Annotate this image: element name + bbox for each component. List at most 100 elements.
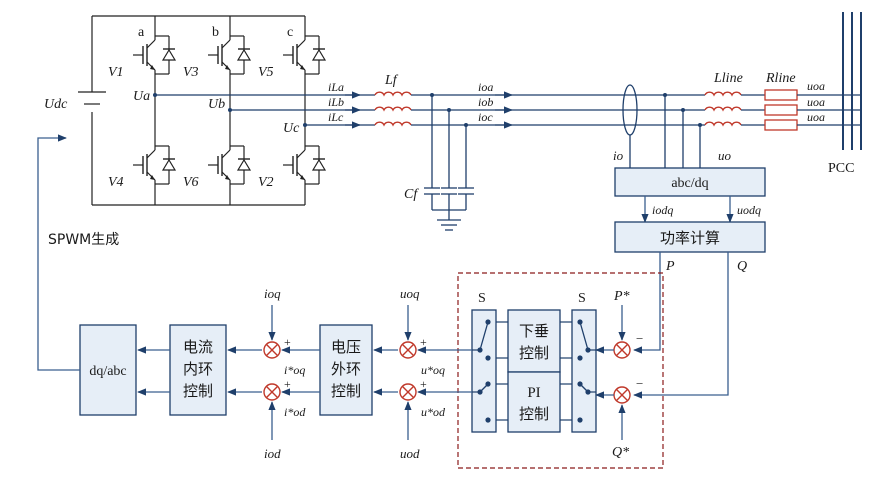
power-calc-block xyxy=(614,221,766,253)
switch-s-right[interactable] xyxy=(571,309,597,433)
igbt-switch-v2 xyxy=(283,145,327,185)
sum-p-cross2 xyxy=(615,343,629,357)
q-ref-label: Q* xyxy=(612,445,629,460)
voltage-loop-label-1: 电压 xyxy=(331,338,361,356)
current-ioc: ioc xyxy=(478,110,493,124)
filter-inductor-b xyxy=(374,106,412,112)
igbt-switch-v6 xyxy=(208,145,252,185)
line-voltage-3: uoa xyxy=(807,110,825,124)
line-resistor-label: Rline xyxy=(765,71,796,86)
switch-label-v4: V4 xyxy=(108,175,124,190)
switch-blade xyxy=(579,383,589,393)
switch-blade xyxy=(579,321,589,351)
pi-control-block xyxy=(507,371,561,433)
ioq-plus-sign: + xyxy=(284,335,291,349)
cap-node-b xyxy=(447,108,451,112)
pi-label-1: PI xyxy=(527,385,540,401)
phase-voltage-ua: Ua xyxy=(133,89,150,104)
droop-control-block xyxy=(507,309,561,373)
line-inductor-label: Lline xyxy=(713,71,743,86)
current-loop-label-3: 控制 xyxy=(183,382,213,400)
line-resistor-c xyxy=(764,119,798,131)
current-ila: iLa xyxy=(328,80,344,94)
current-iob: iob xyxy=(478,95,493,109)
spwm-feedback-line xyxy=(37,134,80,371)
switch-contact xyxy=(485,417,491,423)
line-voltage-2: uoa xyxy=(807,95,825,109)
dq-abc-block xyxy=(79,324,137,416)
leg-label-b: b xyxy=(212,25,219,40)
switch-contact xyxy=(577,355,583,361)
io-label: io xyxy=(613,148,624,163)
switch-contacts xyxy=(472,319,596,423)
sum-uod-cross2 xyxy=(401,385,415,399)
uod-plus-sign: + xyxy=(420,377,427,391)
voltage-loop-label-2: 外环 xyxy=(331,360,361,378)
leg-label-c: c xyxy=(287,25,293,40)
p-label: P xyxy=(665,259,675,274)
node-b xyxy=(228,108,232,112)
filter-capacitor-label: Cf xyxy=(404,187,419,202)
uodq-label: uodq xyxy=(737,203,761,217)
p-minus-sign: − xyxy=(636,331,643,346)
pcc-label: PCC xyxy=(828,161,854,176)
switch-blade xyxy=(479,321,489,351)
switch-label-v2: V2 xyxy=(258,175,274,190)
dq-abc-label: dq/abc xyxy=(89,364,126,379)
current-loop-label-1: 电流 xyxy=(183,338,213,356)
igbt-switch-v5 xyxy=(283,35,327,75)
line-inductor-b xyxy=(704,106,742,112)
leg-label-a: a xyxy=(138,25,145,40)
uo-node-a xyxy=(663,93,667,97)
voltage-loop-block xyxy=(319,324,373,416)
current-loop-block xyxy=(169,324,227,416)
line-inductor-a xyxy=(704,91,742,97)
voltage-loop-label-3: 控制 xyxy=(331,382,361,400)
q-label: Q xyxy=(737,259,747,274)
uod-label: uod xyxy=(400,446,420,461)
droop-label-2: 控制 xyxy=(519,344,549,362)
switch-label-v3: V3 xyxy=(183,65,199,80)
line-resistor-b xyxy=(764,104,798,116)
line-resistor-a xyxy=(764,89,798,101)
current-loop-label-2: 内环 xyxy=(183,360,213,378)
uoq-label: uoq xyxy=(400,286,420,301)
uoq-plus-sign: + xyxy=(420,335,427,349)
inverter-bridge xyxy=(78,15,375,206)
ioq-ref-label: i*oq xyxy=(284,363,305,377)
node-a xyxy=(153,93,157,97)
uo-node-b xyxy=(681,108,685,112)
sum-q-cross2 xyxy=(615,388,629,402)
igbt-switch-v3 xyxy=(208,35,252,75)
dc-voltage-label: Udc xyxy=(44,97,68,112)
abc-dq-label: abc/dq xyxy=(671,176,708,191)
iod-ref-label: i*od xyxy=(284,405,306,419)
switch-contact xyxy=(485,355,491,361)
switch-label-v6: V6 xyxy=(183,175,199,190)
iodq-label: iodq xyxy=(652,203,673,217)
uo-label: uo xyxy=(718,148,732,163)
phase-voltage-uc: Uc xyxy=(283,121,300,136)
droop-label-1: 下垂 xyxy=(519,322,549,340)
switch-s-left[interactable] xyxy=(471,309,497,433)
spwm-label: SPWM生成 xyxy=(48,232,119,248)
filter-inductor-c xyxy=(374,121,412,127)
uo-node-c xyxy=(698,123,702,127)
cap-node-c xyxy=(464,123,468,127)
switch-s-left-label: S xyxy=(478,291,486,306)
uod-ref-label: u*od xyxy=(421,405,446,419)
q-minus-sign: − xyxy=(636,376,643,391)
iod-label: iod xyxy=(264,446,281,461)
current-ioa: ioa xyxy=(478,80,493,94)
switch-blade xyxy=(479,383,489,393)
lc-filter xyxy=(374,91,705,231)
filter-inductor-a xyxy=(374,91,412,97)
igbt-switch-v4 xyxy=(133,145,177,185)
switch-label-v5: V5 xyxy=(258,65,274,80)
p-ref-label: P* xyxy=(613,289,630,304)
current-ilb: iLb xyxy=(328,95,344,109)
abc-dq-block xyxy=(614,167,766,197)
p-feedback-line xyxy=(633,252,661,354)
line-voltage-1: uoa xyxy=(807,79,825,93)
